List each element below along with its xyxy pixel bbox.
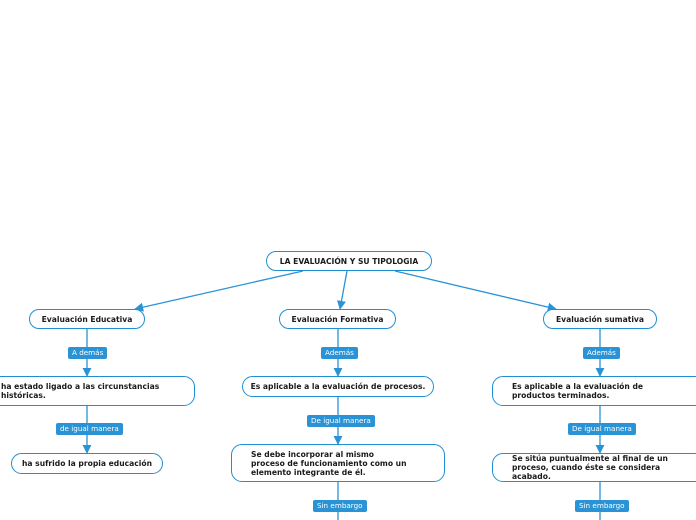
connector-tag[interactable]: Sin embargo <box>575 500 629 512</box>
point-label: ha sufrido la propia educación <box>22 459 152 468</box>
connector-tag[interactable]: Además <box>583 347 620 359</box>
link-root-sumativa <box>394 270 557 312</box>
point-label: Se sitúa puntualmente al final de un pro… <box>512 454 668 481</box>
point-label: Se debe incorporar al mismo proceso de f… <box>251 449 407 477</box>
point-node[interactable]: Se debe incorporar al mismo proceso de f… <box>231 444 445 482</box>
connector-tag[interactable]: De igual manera <box>307 415 375 427</box>
connector-tag[interactable]: de igual manera <box>56 423 123 435</box>
point-label: ha estado ligado a las circunstancias hi… <box>1 382 160 400</box>
link-root-formativa <box>337 270 348 310</box>
branch-title-sumativa[interactable]: Evaluación sumativa <box>543 309 657 329</box>
branch-title-label: Evaluación sumativa <box>555 314 645 324</box>
point-node[interactable]: Se sitúa puntualmente al final de un pro… <box>492 453 696 482</box>
connector-tag[interactable]: Sin embargo <box>313 500 367 512</box>
point-label: Es aplicable a la evaluación de procesos… <box>250 382 426 391</box>
point-node[interactable]: ha estado ligado a las circunstancias hi… <box>0 376 195 406</box>
branch-title-label: Evaluación Educativa <box>41 314 133 324</box>
point-label: Es aplicable a la evaluación de producto… <box>512 382 644 400</box>
link-root-educativa <box>134 270 304 312</box>
root-label: LA EVALUACIÓN Y SU TIPOLOGIA <box>279 256 419 266</box>
connector-tag[interactable]: De igual manera <box>568 423 636 435</box>
connector-tag[interactable]: Además <box>321 347 358 359</box>
root-node[interactable]: LA EVALUACIÓN Y SU TIPOLOGIA <box>266 251 432 271</box>
branch-title-educativa[interactable]: Evaluación Educativa <box>29 309 145 329</box>
point-node[interactable]: ha sufrido la propia educación <box>11 453 163 474</box>
point-node[interactable]: Es aplicable a la evaluación de procesos… <box>242 376 434 397</box>
branch-title-formativa[interactable]: Evaluación Formativa <box>279 309 396 329</box>
point-node[interactable]: Es aplicable a la evaluación de producto… <box>492 376 696 406</box>
branch-title-label: Evaluación Formativa <box>291 314 384 324</box>
connector-tag[interactable]: A demás <box>68 347 108 359</box>
